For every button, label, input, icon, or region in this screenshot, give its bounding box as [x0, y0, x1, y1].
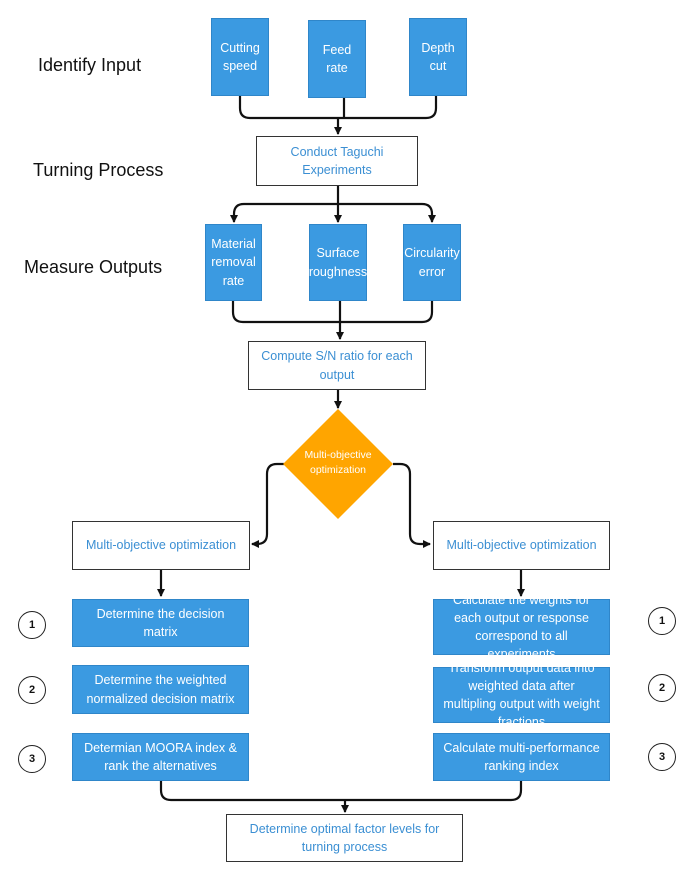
right-step-3: Calculate multi-performance ranking inde…: [433, 733, 610, 781]
connector-left-bottom: [159, 781, 345, 802]
right-branch-header: Multi-objective optimization: [433, 521, 610, 570]
right-step-2: Transform output data into weighted data…: [433, 661, 610, 729]
input-feed-rate: Feed rate: [308, 20, 366, 98]
connector-right-bottom: [345, 781, 523, 802]
decision-diamond: [283, 409, 393, 519]
left-branch-header: Multi-objective optimization: [72, 521, 250, 570]
input-cutting-speed: Cutting speed: [211, 18, 269, 96]
right-step-2-label: Transform output data into weighted data…: [443, 660, 600, 730]
left-step-number-2: 2: [18, 676, 46, 704]
connector-split-left: [230, 202, 338, 223]
left-step-2-label: Determine the weighted normalized decisi…: [86, 673, 235, 706]
output-circularity-error-label: Circularity error: [404, 246, 460, 279]
connector-cutting-speed: [238, 96, 338, 120]
stage-label-turning-process: Turning Process: [33, 160, 164, 180]
left-step-1-label: Determine the decision matrix: [96, 606, 225, 639]
right-step-3-label: Calculate multi-performance ranking inde…: [443, 740, 600, 773]
right-step-1-label: Calculate the weights for each output or…: [453, 592, 590, 662]
sn-ratio-label: Compute S/N ratio for each output: [261, 349, 413, 382]
right-branch-title: Multi-objective optimization: [446, 538, 597, 553]
right-step-1: Calculate the weights for each output or…: [433, 593, 610, 661]
connector-branch-left: [251, 462, 284, 548]
output-material-removal-rate: Material removal rate: [205, 224, 262, 301]
left-step-3-label: Determian MOORA index & rank the alterna…: [84, 740, 237, 773]
stage-label-identify-input: Identify Input: [38, 55, 142, 75]
sn-ratio-step: Compute S/N ratio for each output: [248, 341, 426, 390]
stage-label-measure-outputs: Measure Outputs: [24, 257, 163, 277]
connector-circularity: [340, 301, 434, 324]
right-step-number-1: 1: [648, 607, 676, 635]
connector-mrr: [231, 301, 340, 324]
left-step-number-3: 3: [18, 745, 46, 773]
left-step-number-1: 1: [18, 611, 46, 639]
input-depth-cut: Depth cut: [409, 18, 467, 96]
connector-depth-cut: [338, 96, 438, 120]
input-feed-rate-label: Feed rate: [322, 42, 352, 75]
right-step-number-3: 3: [648, 743, 676, 771]
process-taguchi-label: Conduct Taguchi Experiments: [290, 144, 384, 177]
output-material-removal-rate-label: Material removal rate: [211, 237, 256, 288]
process-taguchi: Conduct Taguchi Experiments: [256, 136, 418, 186]
input-cutting-speed-label: Cutting speed: [220, 40, 260, 73]
output-circularity-error: Circularity error: [403, 224, 461, 301]
right-step-number-2: 2: [648, 674, 676, 702]
final-step-label: Determine optimal factor levels for turn…: [249, 821, 440, 854]
output-surface-roughness-label: Surface roughness: [308, 246, 368, 279]
final-step: Determine optimal factor levels for turn…: [226, 814, 463, 862]
decision-label: Multi-objective optimization: [304, 449, 372, 477]
output-surface-roughness: Surface roughness: [309, 224, 367, 301]
input-depth-cut-label: Depth cut: [421, 40, 455, 73]
connector-branch-right: [393, 462, 431, 548]
left-step-2: Determine the weighted normalized decisi…: [72, 665, 249, 714]
left-branch-title: Multi-objective optimization: [85, 538, 237, 553]
left-step-1: Determine the decision matrix: [72, 599, 249, 647]
left-step-3: Determian MOORA index & rank the alterna…: [72, 733, 249, 781]
connector-split-right: [338, 202, 436, 223]
